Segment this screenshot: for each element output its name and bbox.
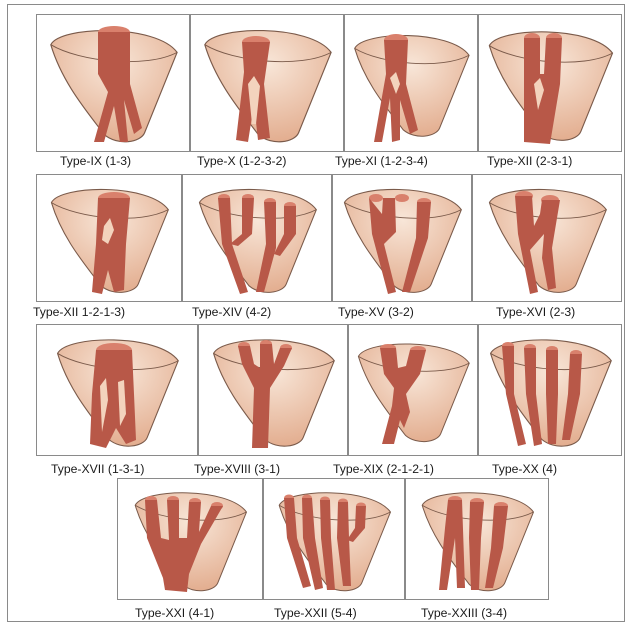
caption-type-xx: Type-XX (4) — [492, 462, 557, 476]
diagram-type-xiv — [182, 174, 332, 302]
diagram-type-xix — [348, 324, 478, 456]
tooth-root-diagram-icon — [36, 14, 190, 152]
tooth-root-diagram-icon — [405, 478, 549, 600]
diagram-type-xviii — [198, 324, 348, 456]
tooth-root-diagram-icon — [117, 478, 263, 600]
diagram-type-xvii — [36, 324, 198, 456]
caption-type-xiv: Type-XIV (4-2) — [192, 305, 271, 319]
caption-type-xvii: Type-XVII (1-3-1) — [51, 462, 144, 476]
caption-type-xv: Type-XV (3-2) — [338, 305, 414, 319]
diagram-type-xi — [344, 14, 478, 152]
diagram-type-xxiii — [405, 478, 549, 600]
caption-type-xxii: Type-XXII (5-4) — [274, 606, 357, 620]
tooth-root-diagram-icon — [36, 174, 182, 302]
tooth-root-diagram-icon — [344, 14, 478, 152]
diagram-type-xv — [332, 174, 472, 302]
caption-type-xix: Type-XIX (2-1-2-1) — [333, 462, 434, 476]
caption-type-xviii: Type-XVIII (3-1) — [194, 462, 280, 476]
caption-type-xxi: Type-XXI (4-1) — [135, 606, 214, 620]
tooth-root-diagram-icon — [348, 324, 478, 456]
diagram-type-ix — [36, 14, 190, 152]
caption-type-xxiii: Type-XXIII (3-4) — [421, 606, 507, 620]
tooth-root-diagram-icon — [472, 174, 622, 302]
caption-type-xii-b: Type-XII 1-2-1-3) — [33, 305, 125, 319]
tooth-root-diagram-icon — [182, 174, 332, 302]
tooth-root-diagram-icon — [198, 324, 348, 456]
diagram-type-xxii — [263, 478, 405, 600]
tooth-root-diagram-icon — [478, 14, 622, 152]
caption-type-x: Type-X (1-2-3-2) — [197, 154, 286, 168]
diagram-type-x — [190, 14, 344, 152]
caption-type-ix: Type-IX (1-3) — [60, 154, 131, 168]
tooth-root-diagram-icon — [36, 324, 198, 456]
diagram-type-xx — [478, 324, 622, 456]
tooth-root-diagram-icon — [332, 174, 472, 302]
caption-type-xvi: Type-XVI (2-3) — [496, 305, 575, 319]
tooth-root-diagram-icon — [478, 324, 622, 456]
tooth-root-diagram-icon — [263, 478, 405, 600]
diagram-type-xii-b — [36, 174, 182, 302]
caption-type-xii: Type-XII (2-3-1) — [487, 154, 572, 168]
tooth-root-diagram-icon — [190, 14, 344, 152]
diagram-type-xvi — [472, 174, 622, 302]
diagram-type-xxi — [117, 478, 263, 600]
caption-type-xi: Type-XI (1-2-3-4) — [335, 154, 428, 168]
diagram-type-xii — [478, 14, 622, 152]
figure-frame: Type-IX (1-3) Type-X (1-2-3-2) Type-XI (… — [7, 4, 625, 622]
